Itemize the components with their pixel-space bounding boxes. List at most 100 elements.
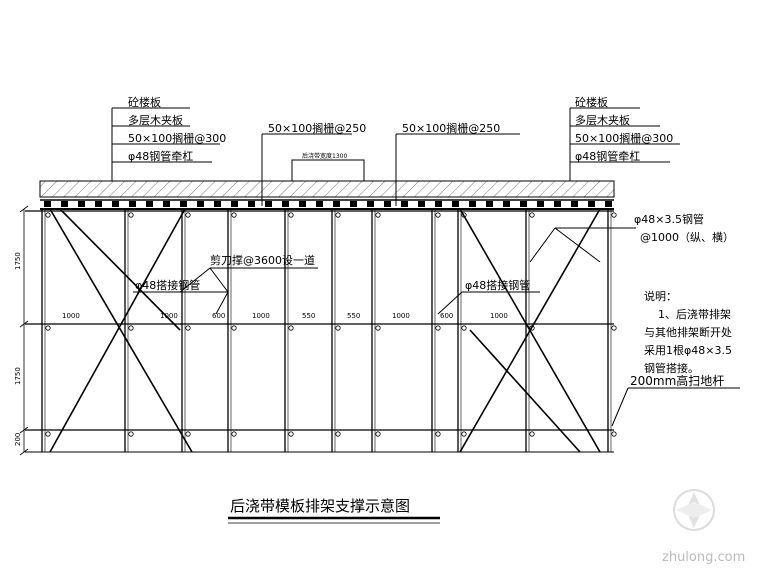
- joist-section: [265, 201, 272, 207]
- joist-section: [571, 201, 578, 207]
- coupler: [375, 325, 381, 331]
- joist-section: [605, 201, 612, 207]
- joist-section: [163, 201, 170, 207]
- scissor-brace: [469, 329, 581, 453]
- coupler: [231, 325, 237, 331]
- horizontal-dimension: 1000: [392, 312, 410, 320]
- dimension-tick: [19, 426, 29, 434]
- joist-section: [214, 201, 221, 207]
- watermark-text: zhulong.com: [662, 550, 745, 565]
- coupler: [435, 325, 441, 331]
- note-line-4: 钢管搭接。: [644, 361, 699, 375]
- joist-section: [486, 201, 493, 207]
- joist-section: [180, 201, 187, 207]
- label-lap-pipe-right: φ48搭接钢管: [465, 278, 530, 292]
- coupler: [335, 325, 341, 331]
- coupler: [185, 325, 191, 331]
- coupler: [375, 431, 381, 437]
- joist-section: [588, 201, 595, 207]
- coupler: [461, 431, 467, 437]
- coupler: [45, 325, 51, 331]
- joist-section: [350, 201, 357, 207]
- joist-section: [146, 201, 153, 207]
- scissor-brace: [59, 208, 181, 331]
- joist-section: [469, 201, 476, 207]
- coupler: [461, 325, 467, 331]
- joist-section: [61, 201, 68, 207]
- joist-section: [333, 201, 340, 207]
- joist-section: [78, 201, 85, 207]
- joist-section: [129, 201, 136, 207]
- joist-section: [384, 201, 391, 207]
- vertical-dimension: 1750: [14, 367, 22, 385]
- horizontal-dimension: 1000: [490, 312, 508, 320]
- horizontal-dimension: 550: [302, 312, 315, 320]
- coupler: [529, 212, 535, 218]
- joist-layer: [40, 199, 614, 210]
- note-line-1: 1、后浇带排架: [658, 307, 731, 321]
- joist-section: [231, 201, 238, 207]
- coupler: [529, 431, 535, 437]
- label-scissor-bracing: 剪刀撑@3600设一道: [210, 253, 315, 267]
- coupler: [128, 325, 134, 331]
- joist-section: [520, 201, 527, 207]
- coupler: [335, 431, 341, 437]
- scissor-brace: [49, 208, 186, 453]
- coupler: [375, 212, 381, 218]
- coupler: [128, 431, 134, 437]
- left-spec-labels: 砼楼板 多层木夹板 50×100搁栅@300 φ48钢管牵杠: [128, 95, 226, 163]
- scaffold-frame: [19, 205, 617, 456]
- joist-section: [367, 201, 374, 207]
- horizontal-dimension: 550: [347, 312, 360, 320]
- label-joist-250-right: 50×100搁栅@250: [402, 121, 500, 135]
- coupler: [435, 431, 441, 437]
- concrete-slab: [39, 180, 615, 198]
- scissor-brace: [459, 208, 601, 453]
- joist-section: [316, 201, 323, 207]
- joist-section: [435, 201, 442, 207]
- joist-section: [452, 201, 459, 207]
- horizontal-dimension: 1000: [252, 312, 270, 320]
- notes: 说明： 1、后浇带排架 与其他排架断开处 采用1根φ48×3.5 钢管搭接。: [644, 289, 732, 375]
- label-joist-250-left: 50×100搁栅@250: [268, 121, 366, 135]
- label-lap-pipe-left: φ48搭接钢管: [135, 278, 200, 292]
- joist-section: [299, 201, 306, 207]
- label-pipe-spec: φ48×3.5钢管: [634, 212, 704, 226]
- coupler: [185, 431, 191, 437]
- label-right-plywood: 多层木夹板: [575, 113, 630, 127]
- note-line-2: 与其他排架断开处: [644, 325, 732, 339]
- joist-section: [401, 201, 408, 207]
- coupler: [611, 325, 617, 331]
- joist-section: [537, 201, 544, 207]
- coupler: [288, 212, 294, 218]
- dimension-tick: [19, 205, 29, 213]
- label-left-beam: φ48钢管牵杠: [128, 149, 193, 163]
- scissor-brace: [49, 208, 193, 453]
- dimension-tick: [19, 448, 29, 456]
- label-left-joist: 50×100搁栅@300: [128, 131, 226, 145]
- coupler: [288, 431, 294, 437]
- coupler: [611, 431, 617, 437]
- note-line-3: 采用1根φ48×3.5: [644, 343, 732, 357]
- horizontal-dimension: 600: [440, 312, 453, 320]
- label-right-joist: 50×100搁栅@300: [575, 131, 673, 145]
- coupler: [45, 431, 51, 437]
- diagram-title: 后浇带模板排架支撑示意图: [230, 497, 410, 515]
- joist-section: [44, 201, 51, 207]
- label-pipe-spacing: @1000（纵、横）: [640, 230, 734, 244]
- leader-lines: [111, 107, 740, 427]
- horizontal-dimension: 1000: [160, 312, 178, 320]
- horizontal-dimension: 1000: [62, 312, 80, 320]
- watermark-logo: [673, 489, 715, 531]
- joist-section: [282, 201, 289, 207]
- coupler: [231, 212, 237, 218]
- note-title: 说明：: [644, 289, 677, 303]
- joist-section: [503, 201, 510, 207]
- coupler: [128, 212, 134, 218]
- joist-section: [418, 201, 425, 207]
- label-pour-strip-width: 后浇带宽度1300: [302, 152, 347, 160]
- coupler: [435, 212, 441, 218]
